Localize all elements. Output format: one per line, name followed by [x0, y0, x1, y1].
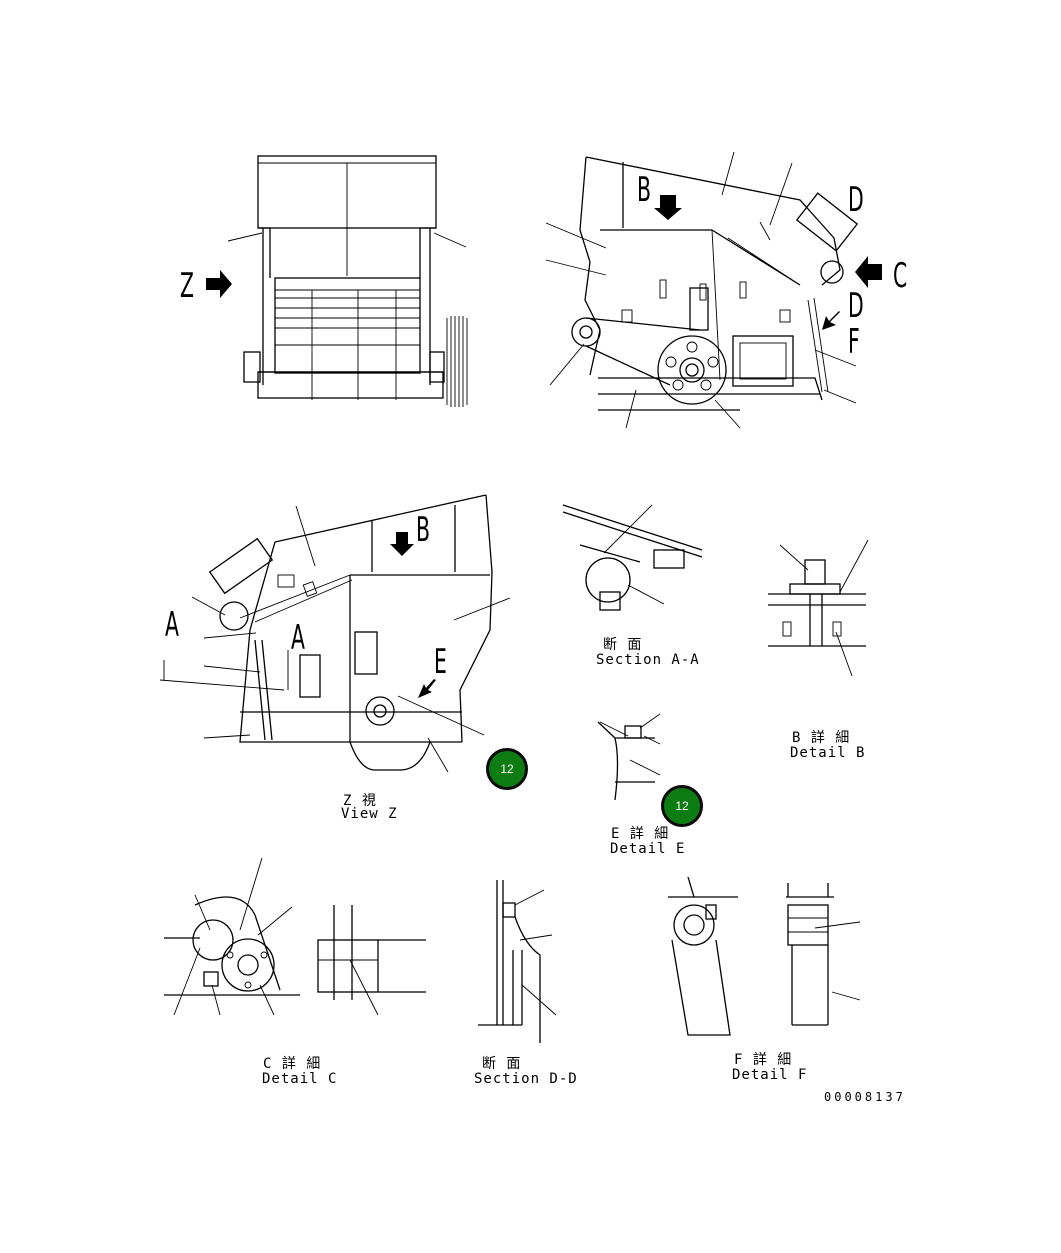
caption-detail-b-jp: B 詳 細	[792, 730, 851, 746]
drawing-number: 00008137	[824, 1090, 906, 1104]
section-aa-drawing	[562, 504, 703, 611]
caption-detail-c-jp: C 詳 細	[263, 1056, 322, 1072]
caption-detail-c-en: Detail C	[262, 1071, 338, 1087]
callout-badge-12[interactable]: 12	[486, 748, 528, 790]
caption-section-aa-jp: 断 面	[603, 637, 643, 653]
detail-b-drawing	[768, 539, 869, 677]
letter-d-right: D	[848, 286, 864, 326]
caption-view-z-jp: Z 視	[343, 793, 377, 809]
letter-a-left: A	[165, 605, 179, 645]
view-z-drawing	[159, 494, 511, 773]
letter-b-top: B	[637, 170, 651, 210]
side-view-drawing	[545, 151, 882, 429]
letter-a-mid: A	[291, 618, 305, 658]
letter-b-mid: B	[416, 510, 430, 550]
callout-badge-12-detail-e[interactable]: 12	[661, 785, 703, 827]
front-view-drawing	[206, 155, 468, 407]
caption-view-z-en: View Z	[341, 806, 398, 822]
letter-d-top: D	[848, 180, 864, 220]
detail-c-drawing	[164, 857, 426, 1016]
section-dd-drawing	[478, 880, 557, 1043]
caption-detail-e-jp: E 詳 細	[611, 826, 670, 842]
letter-c-right: C	[893, 256, 908, 296]
detail-e-drawing	[597, 713, 661, 801]
letter-f-right: F	[848, 322, 860, 362]
caption-section-dd-en: Section D-D	[474, 1071, 578, 1087]
caption-section-dd-jp: 断 面	[482, 1056, 522, 1072]
detail-f-drawing	[668, 876, 861, 1036]
caption-section-aa-en: Section A-A	[596, 652, 700, 668]
caption-detail-e-en: Detail E	[610, 841, 686, 857]
caption-detail-f-en: Detail F	[732, 1067, 808, 1083]
letter-e-mid: E	[434, 642, 447, 682]
letter-z-view: Z	[180, 266, 194, 306]
caption-detail-f-jp: F 詳 細	[734, 1052, 793, 1068]
caption-detail-b-en: Detail B	[790, 745, 866, 761]
